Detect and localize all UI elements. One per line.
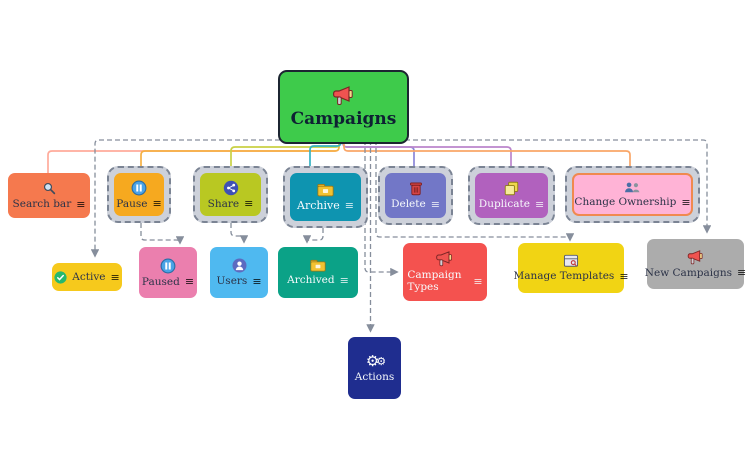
node-menu-icon[interactable]: ≡ (184, 275, 195, 288)
people-icon (623, 181, 642, 194)
node-label: Active (72, 271, 106, 283)
node-archived[interactable]: Archived ≡ (278, 247, 358, 298)
node-label: New Campaigns (644, 266, 732, 279)
group-duplicate: Duplicate ≡ (468, 166, 555, 225)
node-label: Manage Templates (513, 270, 615, 282)
folder-icon (310, 259, 326, 272)
node-actions[interactable]: ⚙⚙ Actions (348, 337, 401, 399)
user-icon (232, 258, 247, 273)
node-menu-icon[interactable]: ≡ (339, 273, 349, 287)
search-icon (42, 181, 57, 196)
node-menu-icon[interactable]: ≡ (737, 266, 747, 279)
folder-icon (317, 183, 334, 197)
node-menu-icon[interactable]: ≡ (473, 274, 483, 288)
node-menu-icon[interactable]: ≡ (430, 197, 440, 211)
node-label: Campaign Types (407, 268, 462, 293)
node-menu-icon[interactable]: ≡ (76, 197, 86, 211)
share-icon (223, 180, 239, 196)
relation-share-users (230, 223, 249, 244)
node-menu-icon[interactable]: ≡ (619, 269, 629, 283)
node-change-ownership[interactable]: Change Ownership ≡ (572, 173, 693, 216)
node-pause[interactable]: Pause ≡ (114, 173, 164, 216)
node-duplicate[interactable]: Duplicate ≡ (475, 173, 548, 218)
node-search-bar[interactable]: Search bar ≡ (8, 173, 90, 218)
group-share: Share ≡ (193, 166, 268, 223)
node-label: Change Ownership (574, 196, 677, 208)
node-label: Archive (297, 198, 340, 212)
group-archive: Archive ≡ (283, 166, 368, 228)
node-menu-icon[interactable]: ≡ (152, 197, 162, 210)
group-change-ownership: Change Ownership ≡ (565, 166, 700, 223)
node-label: Archived (287, 274, 335, 286)
active-check-icon (54, 270, 67, 284)
node-paused[interactable]: Paused ≡ (139, 247, 197, 298)
node-users[interactable]: Users ≡ (210, 247, 268, 298)
pause-icon (131, 180, 147, 196)
node-archive[interactable]: Archive ≡ (290, 173, 361, 221)
node-menu-icon[interactable]: ≡ (252, 274, 262, 288)
node-active[interactable]: Active ≡ (52, 263, 122, 291)
node-label: Paused (141, 275, 180, 288)
megaphone-icon (332, 85, 356, 106)
node-delete[interactable]: Delete ≡ (385, 173, 446, 218)
node-share[interactable]: Share ≡ (200, 173, 261, 216)
megaphone-icon (687, 249, 705, 265)
node-label: Users (216, 275, 248, 287)
template-icon (563, 254, 579, 268)
node-campaign-types[interactable]: Campaign Types ≡ (403, 243, 487, 301)
relation-archive-archived (302, 228, 324, 244)
node-menu-icon[interactable]: ≡ (681, 195, 691, 209)
copy-icon (504, 181, 519, 196)
relation-pause-paused (140, 223, 185, 245)
node-menu-icon[interactable]: ≡ (344, 198, 354, 212)
node-label: Share (207, 197, 240, 210)
node-label: Search bar (12, 198, 72, 210)
node-menu-icon[interactable]: ≡ (534, 197, 545, 211)
node-new-campaigns[interactable]: New Campaigns ≡ (644, 239, 747, 289)
node-campaigns[interactable]: Campaigns (278, 70, 409, 144)
node-label: Delete (391, 198, 426, 210)
megaphone-icon (435, 251, 455, 267)
pause-icon (160, 258, 176, 274)
root-label: Campaigns (290, 108, 397, 129)
group-delete: Delete ≡ (378, 166, 453, 225)
node-label: Actions (354, 370, 395, 383)
node-menu-icon[interactable]: ≡ (244, 197, 254, 210)
trash-icon (409, 181, 423, 196)
group-pause: Pause ≡ (107, 166, 171, 223)
gears-icon: ⚙⚙ (365, 351, 386, 370)
node-menu-icon[interactable]: ≡ (110, 270, 120, 284)
node-label: Duplicate (478, 198, 530, 210)
node-label: Pause (116, 197, 148, 210)
node-manage-templates[interactable]: Manage Templates ≡ (513, 243, 629, 293)
